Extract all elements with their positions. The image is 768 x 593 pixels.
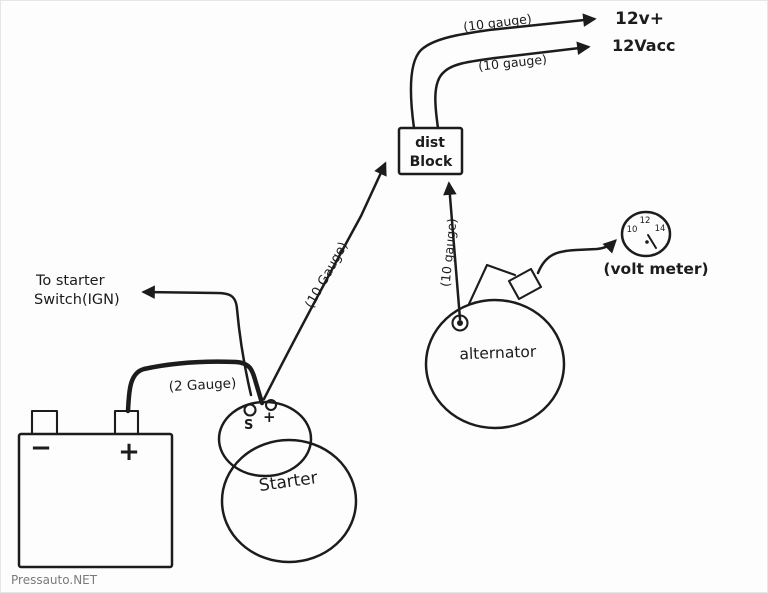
wire-battery-to-starter	[125, 359, 265, 414]
battery-terminal-positive	[113, 409, 140, 436]
dist-block: dist Block	[397, 126, 464, 176]
dist-block-box	[397, 126, 464, 176]
volt-meter-dial-12: 12	[640, 216, 651, 226]
starter-solenoid	[217, 400, 313, 478]
battery: − +	[17, 409, 174, 569]
volt-meter-dial-10: 10	[627, 225, 638, 235]
volt-meter-dial-14: 14	[655, 224, 666, 234]
wire-battery-to-starter-gauge-label: (2 Gauge)	[168, 375, 236, 395]
alternator-connector-bracket	[467, 263, 517, 306]
alternator: alternator	[424, 263, 566, 430]
alternator-output-stud-center	[457, 320, 463, 326]
wire-alternator-to-dist-block	[443, 181, 462, 321]
alternator-output-stud	[451, 314, 469, 332]
starter-label: Starter	[258, 468, 319, 496]
battery-positive-label: +	[118, 437, 140, 467]
volt-meter-needle	[647, 234, 657, 249]
watermark: Pressauto.NET	[11, 573, 98, 587]
output-12vacc-label: 12Vacc	[612, 36, 676, 55]
output-12v-label: 12v+	[615, 9, 664, 29]
volt-meter-label: (volt meter)	[603, 260, 708, 278]
wire-starter-to-dist-gauge-label: (10 Gauge)	[303, 240, 352, 311]
ignition-switch-label-line2: Switch(IGN)	[34, 292, 120, 308]
wire-starter-to-ignition-switch	[141, 285, 253, 397]
wire-dist-to-12v-gauge-label: (10 gauge)	[462, 11, 532, 34]
volt-meter: 10 12 14 (volt meter)	[603, 210, 709, 278]
dist-block-label-line1: dist	[415, 135, 445, 151]
battery-terminal-negative	[30, 409, 59, 436]
battery-body	[17, 432, 174, 569]
alternator-housing	[424, 298, 566, 430]
alternator-plug-connector	[507, 267, 543, 301]
starter-terminal-stud-right	[264, 398, 278, 412]
volt-meter-needle-pivot	[645, 240, 649, 244]
battery-negative-label: −	[30, 433, 52, 463]
starter: S + Starter	[217, 398, 358, 564]
ignition-switch-label-line1: To starter	[35, 273, 105, 289]
alternator-label: alternator	[459, 343, 537, 364]
dist-block-label-line2: Block	[410, 154, 453, 170]
starter-housing	[220, 438, 358, 564]
wire-starter-to-dist-block	[262, 161, 387, 401]
wire-dist-block-to-12v	[409, 13, 597, 130]
wire-dist-to-12vacc-gauge-label: (10 gauge)	[478, 51, 548, 73]
starter-terminal-s-label: S	[244, 418, 253, 433]
wire-alternator-to-volt-meter	[536, 239, 617, 275]
volt-meter-face	[620, 210, 672, 258]
wire-alt-to-dist-gauge-label: (10 gauge)	[437, 218, 459, 288]
wire-dist-block-to-12vacc	[434, 41, 591, 130]
starter-terminal-plus-label: +	[263, 408, 276, 426]
starter-terminal-stud-left	[243, 403, 257, 417]
